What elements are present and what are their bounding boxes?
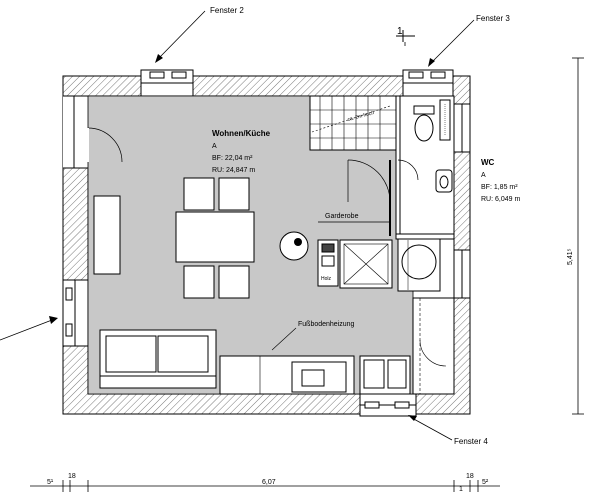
- dim-right-height: 5,41⁵: [567, 248, 574, 265]
- sideboard: [93, 195, 121, 275]
- ceiling-light: [279, 231, 309, 261]
- dim-right-outer: 5²: [482, 479, 489, 486]
- dim-right-mark: 1: [459, 486, 463, 493]
- room-wc-ru: RU: 6,049 m: [481, 196, 520, 203]
- label-fussbodenheizung: Fußbodenheizung: [298, 321, 355, 328]
- sofa: [99, 329, 217, 389]
- room-wc-name: WC: [481, 158, 495, 167]
- dim-inner: 6,07: [262, 479, 276, 486]
- label-fenster-3: Fenster 3: [476, 14, 510, 23]
- entrance-opening: [63, 96, 88, 168]
- dim-left-wall: 18: [68, 473, 76, 480]
- label-fenster-2: Fenster 2: [210, 6, 244, 15]
- room-wc-code: A: [481, 172, 486, 179]
- room-wc-bf: BF: 1,85 m²: [481, 184, 518, 191]
- label-fenster-4: Fenster 4: [454, 437, 488, 446]
- toilet: [414, 114, 434, 142]
- room-wohnen-ru: RU: 24,847 m: [212, 167, 255, 174]
- holz-label: Holz: [321, 276, 332, 282]
- room-wohnen-bf: BF: 22,04 m²: [212, 155, 253, 162]
- dim-left-outer: 5¹: [47, 479, 54, 486]
- label-garderobe: Garderobe: [325, 213, 359, 220]
- dim-right-wall: 18: [466, 473, 474, 480]
- dining-table: [175, 177, 255, 299]
- room-wohnen-name: Wohnen/Küche: [212, 129, 271, 138]
- section-mark: 1: [397, 26, 403, 37]
- kitchen-counter: [219, 355, 411, 395]
- room-wohnen-code: A: [212, 143, 217, 150]
- staircase: ca. 2m hoch: [309, 95, 397, 151]
